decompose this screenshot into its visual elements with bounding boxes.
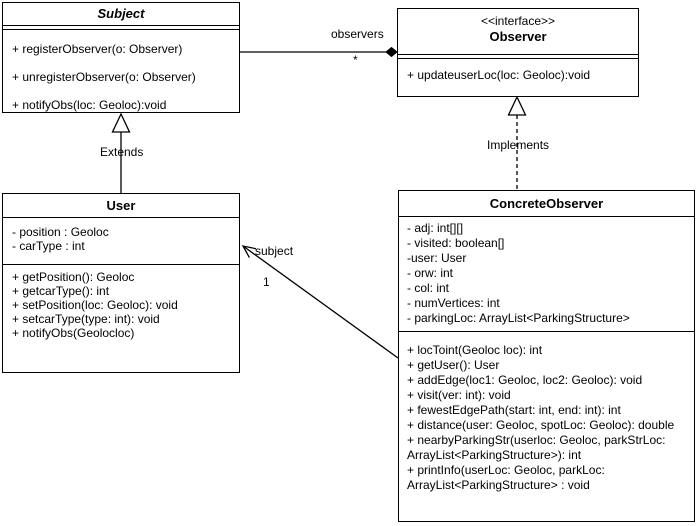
method: + notifyObs(loc: Geoloc):void xyxy=(12,98,167,112)
composition-diamond-icon xyxy=(385,46,398,58)
method: + getUser(): User xyxy=(407,358,500,372)
subject-association-line xyxy=(242,245,399,359)
interface-stereotype: <<interface>> xyxy=(480,14,556,28)
attribute: -user: User xyxy=(407,251,467,265)
method: + distance(user: Geoloc, spotLoc: Geoloc… xyxy=(407,418,675,432)
attribute: - orw: int xyxy=(407,266,454,280)
method: + locToint(Geoloc loc): int xyxy=(407,343,543,357)
subject-role-label: subject xyxy=(255,244,294,258)
method: + registerObserver(o: Observer) xyxy=(12,42,183,56)
subject-multiplicity-label: 1 xyxy=(263,275,270,289)
observers-role-label: observers xyxy=(331,27,384,41)
attribute: - parkingLoc: ArrayList<ParkingStructure… xyxy=(407,311,630,325)
class-subject: Subject + registerObserver(o: Observer) … xyxy=(2,2,240,113)
method: + unregisterObserver(o: Observer) xyxy=(12,70,196,84)
attribute: - adj: int[][] xyxy=(407,221,464,235)
method: + addEdge(loc1: Geoloc, loc2: Geoloc): v… xyxy=(407,373,643,387)
implements-label: Implements xyxy=(487,138,550,152)
method: + setPosition(loc: Geoloc): void xyxy=(12,298,178,312)
method: + setcarType(type: int): void xyxy=(12,312,160,326)
class-user-attributes: - position : Geoloc - carType : int xyxy=(3,218,239,265)
extends-label: Extends xyxy=(100,145,144,159)
interface-observer-empty-attributes xyxy=(398,55,638,59)
method: + getcarType(): int xyxy=(12,284,110,298)
method: + visit(ver: int): void xyxy=(407,388,511,402)
attribute: - numVertices: int xyxy=(407,296,500,310)
interface-observer: <<interface>> Observer + updateuserLoc(l… xyxy=(397,8,639,97)
class-concrete-observer-methods: + locToint(Geoloc loc): int + getUser():… xyxy=(399,332,694,493)
attribute: - col: int xyxy=(407,281,450,295)
method: + fewestEdgePath(start: int, end: int): … xyxy=(407,403,621,417)
class-concrete-observer-title: ConcreteObserver xyxy=(399,191,694,217)
interface-observer-name: Observer xyxy=(489,29,547,44)
class-user: User - position : Geoloc - carType : int… xyxy=(2,193,240,373)
interface-observer-methods: + updateuserLoc(loc: Geoloc):void xyxy=(398,59,638,82)
class-subject-title: Subject xyxy=(3,3,239,26)
method: + printInfo(userLoc: Geoloc, parkLoc: Ar… xyxy=(407,463,605,492)
attribute: - visited: boolean[] xyxy=(407,236,505,250)
class-subject-methods: + registerObserver(o: Observer) + unregi… xyxy=(3,30,239,119)
method: + notifyObs(Geolocloc) xyxy=(12,326,135,340)
class-user-title: User xyxy=(3,194,239,218)
class-concrete-observer: ConcreteObserver - adj: int[][] - visite… xyxy=(398,190,695,522)
class-subject-empty-attributes xyxy=(3,26,239,30)
realization-triangle-icon xyxy=(507,95,527,116)
class-user-methods: + getPosition(): Geoloc + getcarType(): … xyxy=(3,265,239,340)
method: + updateuserLoc(loc: Geoloc):void xyxy=(407,68,591,82)
method: + nearbyParkingStr(userloc: Geoloc, park… xyxy=(407,433,666,462)
observers-multiplicity-label: * xyxy=(353,53,358,67)
attribute: - carType : int xyxy=(12,239,85,253)
interface-observer-title: <<interface>> Observer xyxy=(398,9,638,55)
method: + getPosition(): Geoloc xyxy=(12,270,135,284)
class-concrete-observer-attributes: - adj: int[][] - visited: boolean[] -use… xyxy=(399,217,694,332)
attribute: - position : Geoloc xyxy=(12,225,109,239)
